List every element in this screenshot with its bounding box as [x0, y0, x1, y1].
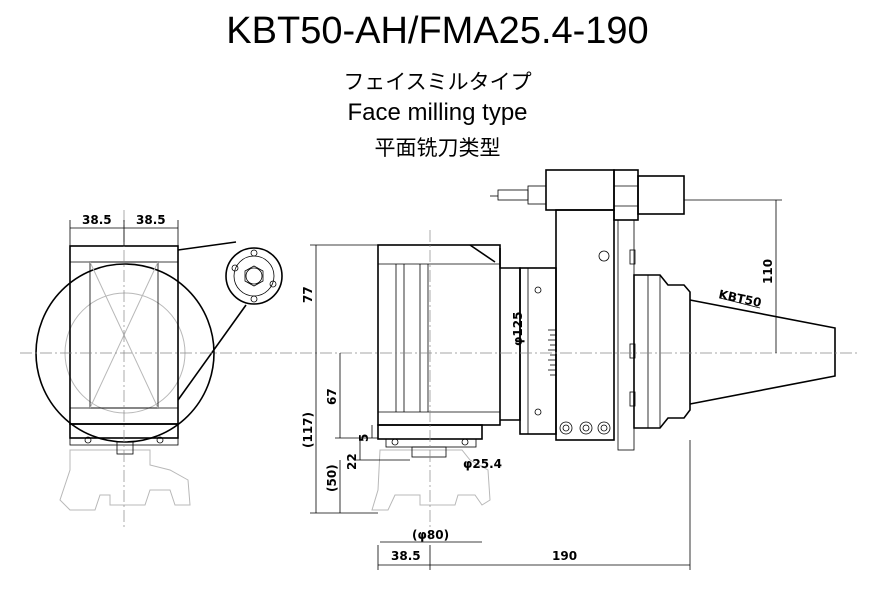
dim-5: 5: [357, 434, 371, 442]
end-view: [20, 210, 300, 530]
subtitle-chinese: 平面铣刀类型: [374, 136, 501, 160]
drawing-title: KBT50-AH/FMA25.4-190: [226, 10, 649, 52]
dim-phi-25-4: φ25.4: [463, 457, 502, 471]
dim-phi-125: φ125: [511, 312, 525, 346]
dim-117: (117): [301, 412, 315, 448]
dim-67: 67: [325, 388, 339, 405]
side-view: [300, 169, 860, 570]
dim-top-left-a: 38.5: [82, 213, 112, 227]
dim-phi-80: (φ80): [412, 528, 449, 542]
subtitle-japanese: フェイスミルタイプ: [343, 70, 532, 94]
dim-22: 22: [345, 453, 359, 470]
dim-77: 77: [301, 286, 315, 303]
subtitle-english: Face milling type: [347, 99, 528, 126]
dim-bottom-38-5: 38.5: [391, 549, 421, 563]
dim-50: (50): [325, 464, 339, 492]
dim-110: 110: [761, 259, 775, 284]
dim-bottom-190: 190: [552, 549, 577, 563]
dim-top-left-b: 38.5: [136, 213, 166, 227]
